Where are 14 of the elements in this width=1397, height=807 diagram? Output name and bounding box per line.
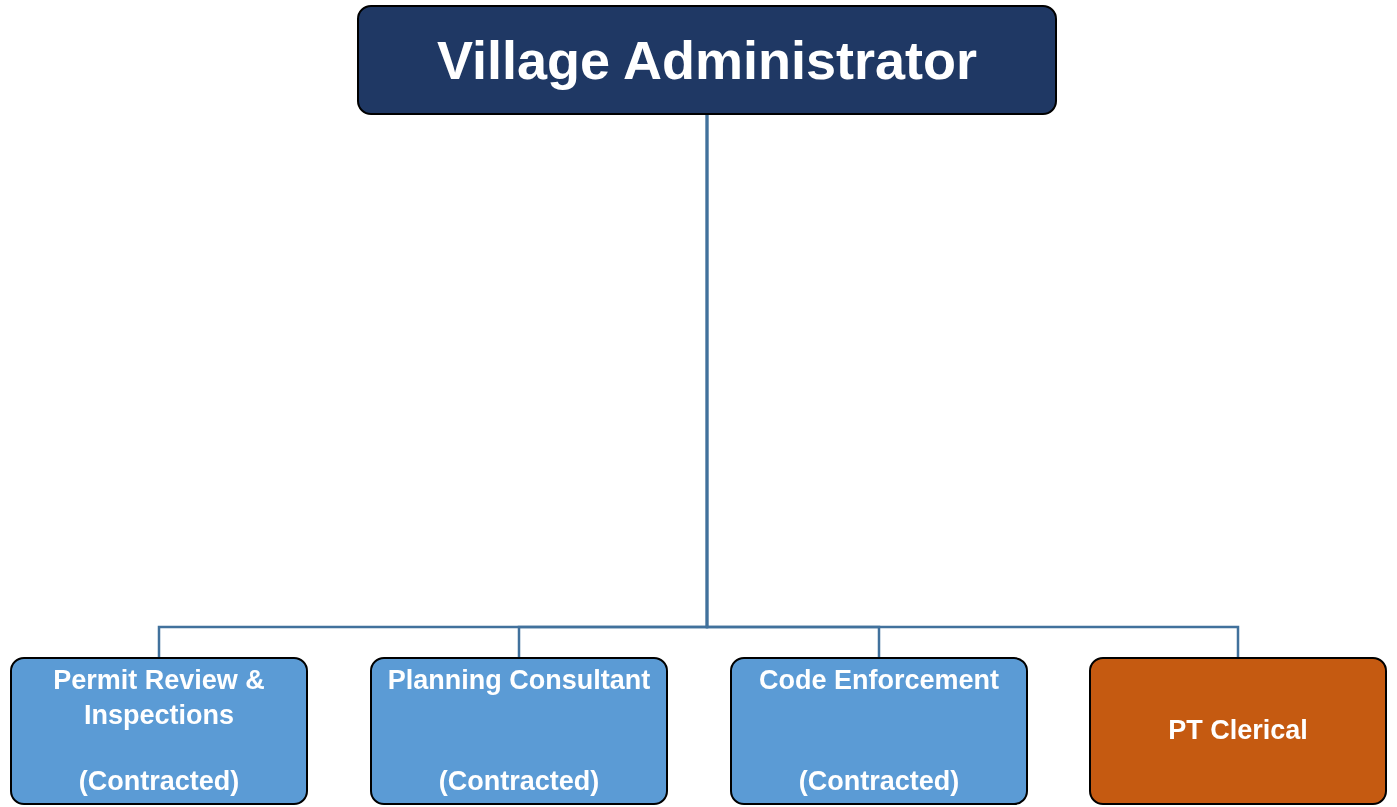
title-box	[357, 5, 1057, 115]
role-note: (Contracted)	[798, 764, 960, 798]
role-title: PT Clerical	[1168, 714, 1308, 748]
role-title: Planning Consultant	[387, 664, 651, 697]
role-box	[730, 657, 1028, 805]
role-title: Code Enforcement	[758, 664, 999, 697]
role-box	[1089, 657, 1387, 805]
role-note: (Contracted)	[78, 764, 240, 798]
role-box	[370, 657, 668, 805]
role-note: (Contracted)	[438, 764, 600, 798]
connector-line	[705, 115, 1240, 657]
role-box	[10, 657, 308, 805]
role-title: Permit Review & Inspections	[52, 664, 266, 733]
role-title: Village Administrator	[436, 28, 978, 92]
